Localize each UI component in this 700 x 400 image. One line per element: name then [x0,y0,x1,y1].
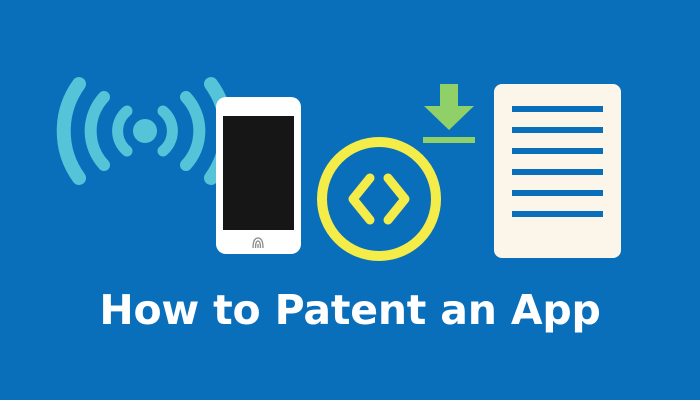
banner-title: How to Patent an App [0,280,700,340]
smartphone-icon [216,97,301,254]
document-icon [494,84,621,258]
